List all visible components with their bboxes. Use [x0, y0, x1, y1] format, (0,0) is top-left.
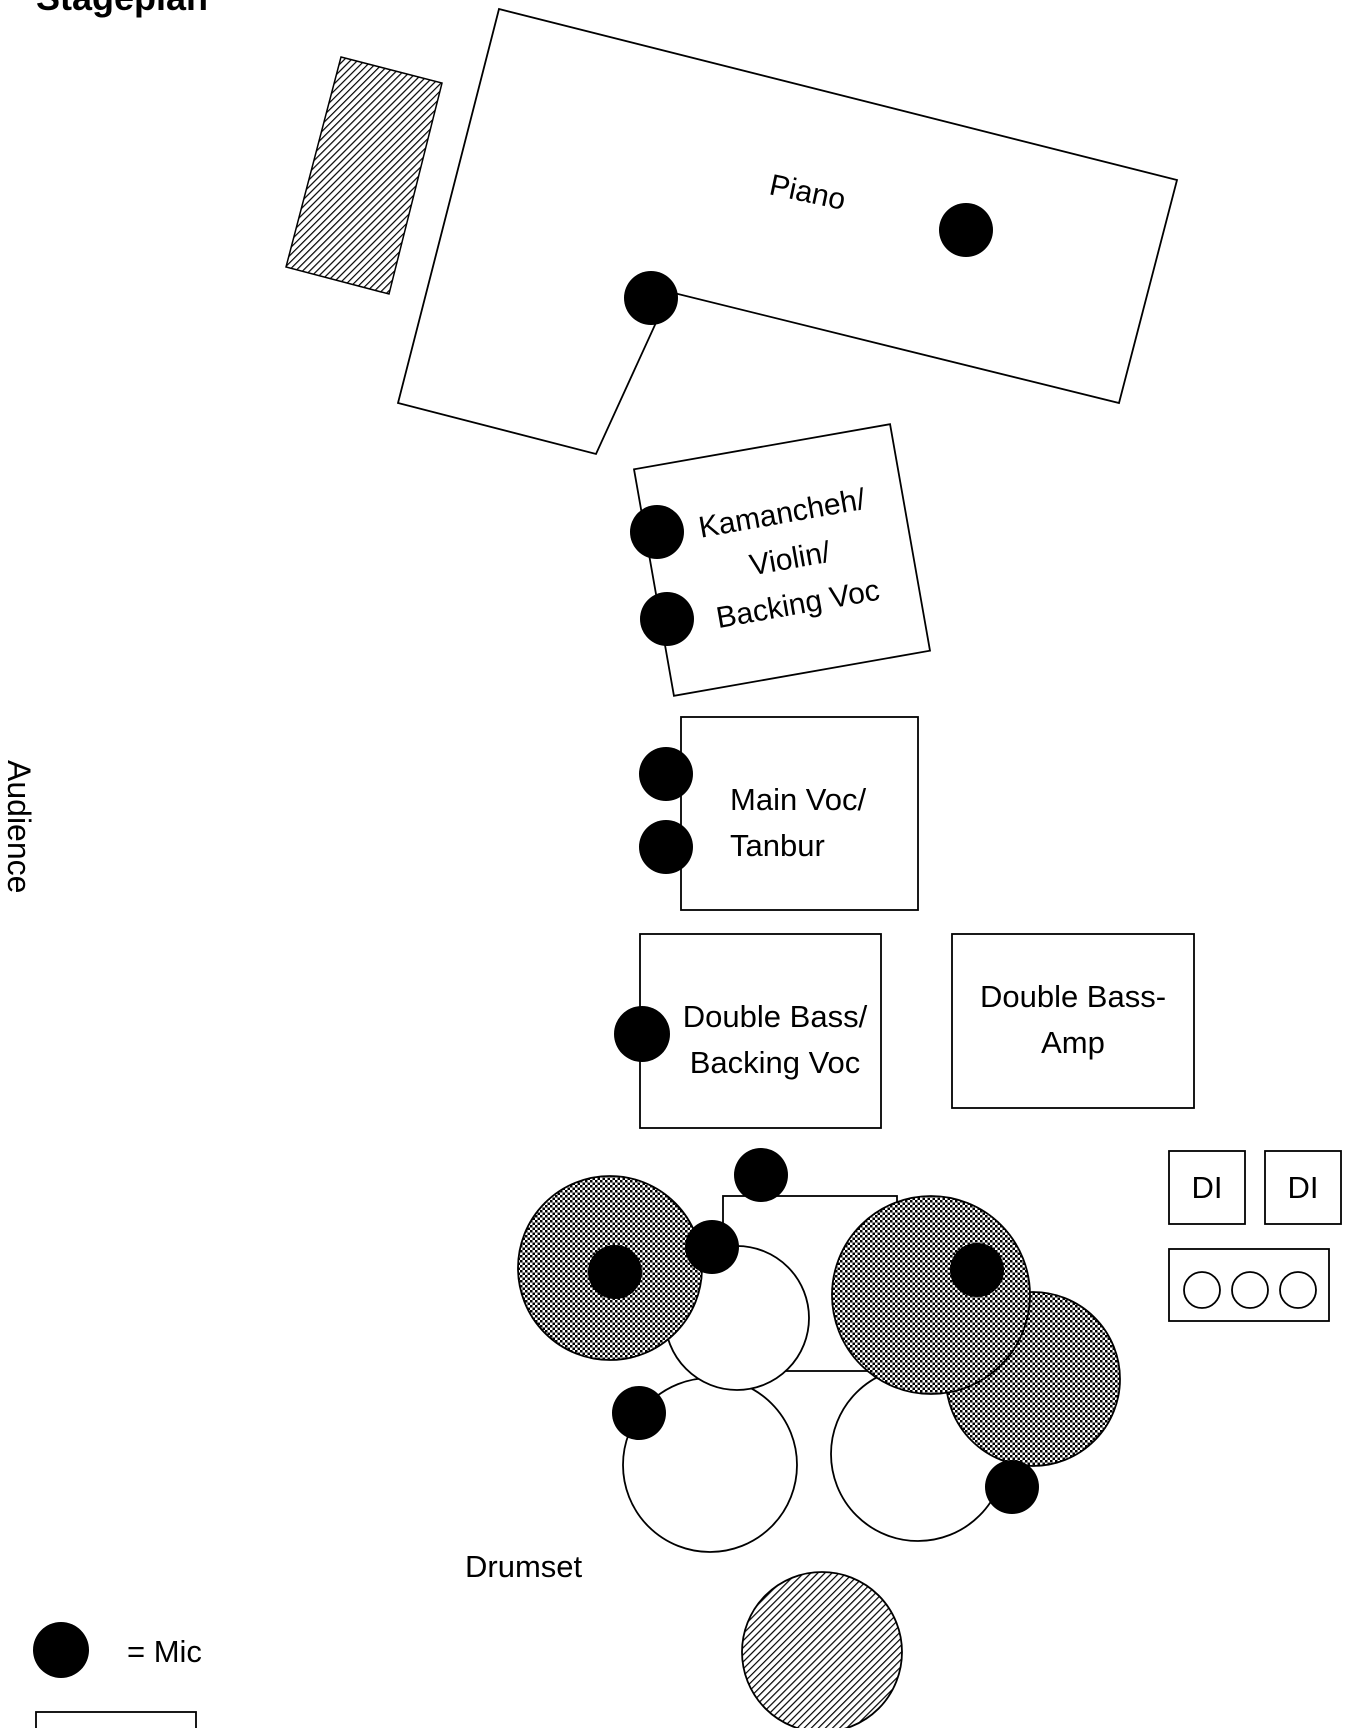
- bass-amp-label-line2: Amp: [1041, 1025, 1105, 1060]
- mic-icon: [950, 1243, 1004, 1297]
- main-voc-label-line2: Tanbur: [730, 828, 825, 863]
- di-box-2: [1264, 1150, 1342, 1225]
- mic-icon: [939, 203, 993, 257]
- drum-stool: [741, 1571, 903, 1728]
- mic-icon: [985, 1460, 1039, 1514]
- mic-icon: [734, 1148, 788, 1202]
- piano-shape: [396, 7, 1179, 456]
- drumset-label: Drumset: [465, 1549, 583, 1584]
- bass-amp-box: [951, 933, 1195, 1109]
- main-voc-box: [680, 716, 919, 911]
- mic-icon: [588, 1245, 642, 1299]
- mic-icon: [639, 747, 693, 801]
- piano-bench: [285, 56, 443, 295]
- legend-mic-icon: [33, 1622, 89, 1678]
- main-voc-label-line1: Main Voc/: [730, 782, 867, 817]
- mic-icon: [639, 820, 693, 874]
- mic-icon: [630, 505, 684, 559]
- socket-icon: [1279, 1271, 1317, 1309]
- double-bass-label-line1: Double Bass/: [683, 999, 868, 1034]
- kamancheh-box: Kamancheh/ Violin/ Backing Voc: [632, 423, 932, 697]
- page-title: Stageplan: [36, 0, 208, 18]
- double-bass-label-line2: Backing Voc: [690, 1045, 861, 1080]
- drumset: [517, 1148, 1121, 1553]
- bass-amp-label-line1: Double Bass-: [980, 979, 1166, 1014]
- mic-icon: [624, 271, 678, 325]
- mic-icon: [640, 592, 694, 646]
- socket-icon: [1231, 1271, 1269, 1309]
- mic-icon: [612, 1386, 666, 1440]
- legend-mic-label: = Mic: [127, 1634, 202, 1669]
- mic-icon: [685, 1220, 739, 1274]
- legend-box: [35, 1711, 197, 1728]
- audience-label: Audience: [1, 760, 37, 893]
- di-label-1: DI: [1192, 1170, 1223, 1205]
- di-label-2: DI: [1288, 1170, 1319, 1205]
- di-box-1: [1168, 1150, 1246, 1225]
- socket-icon: [1183, 1271, 1221, 1309]
- double-bass-box: [639, 933, 882, 1129]
- cymbal-right: [831, 1195, 1031, 1395]
- mic-icon: [614, 1006, 670, 1062]
